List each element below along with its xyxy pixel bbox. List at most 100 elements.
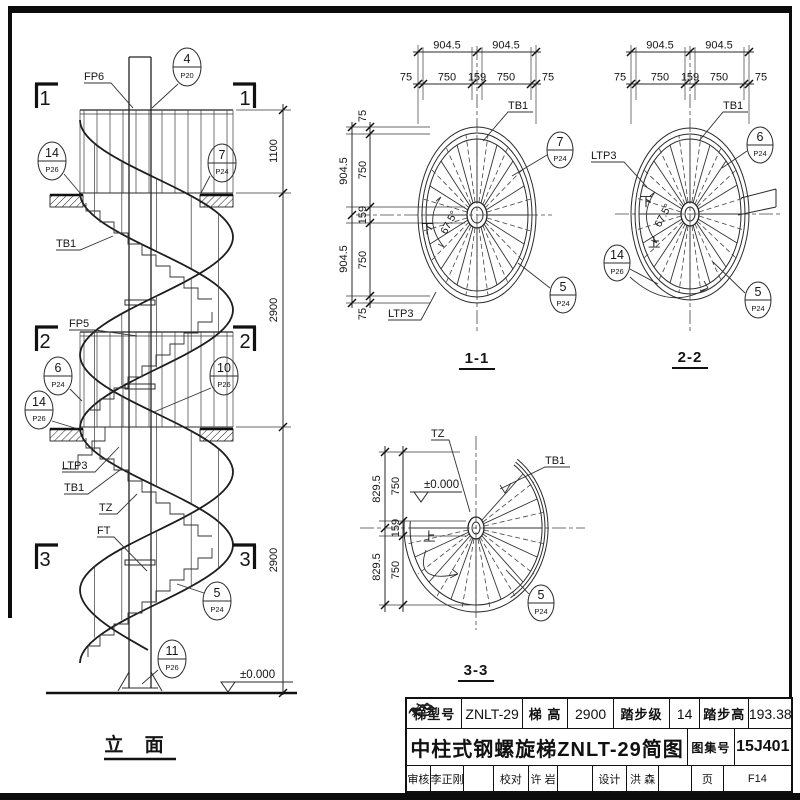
- dim: 75: [542, 72, 554, 84]
- balloon-ref: P26: [32, 414, 45, 423]
- section-number-3-left: 3: [39, 549, 50, 571]
- riser-height-value: 193.38: [748, 699, 791, 728]
- balloon-num: 14: [32, 395, 46, 409]
- title-block-row-specs: 梯型号 ZNLT-29 梯 高 2900 踏步级 14 踏步高 193.38: [407, 699, 791, 729]
- dim: 75: [614, 72, 626, 84]
- detail-balloon-6: 6 P24: [43, 356, 83, 402]
- dim: 159: [681, 72, 699, 84]
- balloon-ref: P24: [534, 607, 547, 616]
- section-number-3-right: 3: [239, 549, 250, 571]
- label-fp5: FP5: [69, 318, 89, 330]
- plan-2-2: 904.5 904.5 75 750 159 750 75 TB1 LTP3 6…: [591, 40, 780, 369]
- plan-1-1-title: 1-1: [465, 350, 490, 367]
- plan-3-3-title: 3-3: [464, 662, 489, 679]
- atlas-number-label: 图集号: [687, 729, 734, 765]
- balloon-ref: P24: [753, 149, 766, 158]
- tread-spokes: [410, 473, 542, 605]
- plan-1-1: 904.5 904.5 75 750 159 750 75 904.5 904.…: [338, 40, 577, 370]
- step-count-label: 踏步级: [612, 699, 669, 728]
- elevation-part-labels: FP6 TB1 FP5 LTP3 TB1 TZ FT: [56, 71, 148, 572]
- balloon-ref: P24: [215, 167, 228, 176]
- dim: 750: [390, 561, 402, 579]
- dim: 750: [651, 72, 669, 84]
- title-block-row-people: 审核 李正刚 校对 许 岩 设计 洪 森 页 F14: [407, 702, 791, 791]
- detail-balloon-5: 5 P24: [505, 569, 555, 622]
- dim-2900-lower: 2900: [268, 548, 280, 572]
- label-ltp3: LTP3: [62, 460, 87, 472]
- dim: 904.5: [705, 40, 733, 52]
- section-number-2-right: 2: [239, 331, 250, 353]
- balloon-num: 5: [755, 285, 762, 299]
- balloon-ref: P24: [751, 304, 764, 313]
- stair-model-value: ZNLT-29: [461, 699, 521, 728]
- hidden-tread-edges: [422, 134, 532, 296]
- detail-balloon-10: 10 P26: [153, 356, 239, 413]
- dim: 904.5: [338, 157, 350, 185]
- label-tb1: TB1: [545, 455, 565, 467]
- title-block-row-title: 中柱式钢螺旋梯ZNLT-29简图 图集号 15J401: [407, 729, 791, 766]
- dim: 159: [468, 72, 486, 84]
- dim: 750: [390, 477, 402, 495]
- dim: 75: [400, 72, 412, 84]
- middle-platform: [49, 331, 234, 470]
- stair-height-label: 梯 高: [521, 699, 568, 728]
- section-mark-3: [34, 543, 257, 569]
- designer-signature: [408, 702, 691, 791]
- page-label: 页: [691, 766, 723, 791]
- hidden-tread-edges: [406, 481, 546, 609]
- dim: 750: [497, 72, 515, 84]
- riser-height-label: 踏步高: [698, 699, 748, 728]
- dim: 159: [357, 206, 369, 224]
- dim: 904.5: [646, 40, 674, 52]
- centerlines: [356, 46, 552, 332]
- angle-value: 67.5°: [438, 209, 460, 236]
- label-tb1: TB1: [508, 100, 528, 112]
- balloon-ref: P26: [165, 663, 178, 672]
- balloon-num: 10: [217, 361, 231, 375]
- balloon-ref: P24: [210, 605, 223, 614]
- balloon-ref: P24: [553, 154, 566, 163]
- balloon-num: 14: [610, 248, 624, 262]
- label-ltp3: LTP3: [591, 150, 616, 162]
- section-mark-1: [34, 82, 257, 108]
- balloon-num: 5: [214, 586, 221, 600]
- label-ft: FT: [97, 525, 111, 537]
- dim: 159: [390, 519, 402, 537]
- dim: 829.5: [371, 475, 383, 503]
- plan33-left-dimensions: 829.5 829.5 750 159 750: [371, 446, 470, 612]
- balloon-num: 5: [560, 280, 567, 294]
- detail-balloon-14-mid: 14 P26: [24, 390, 79, 430]
- balloon-num: 7: [557, 135, 564, 149]
- upper-platform: [49, 109, 234, 208]
- direction-up: 上: [648, 236, 661, 250]
- dim: 750: [357, 251, 369, 269]
- label-tb1: TB1: [723, 100, 743, 112]
- balloon-num: 7: [219, 148, 226, 162]
- direction-up: 上: [423, 530, 436, 544]
- auditor-name: 李正刚: [429, 766, 463, 791]
- detail-balloon-5: 5 P24: [176, 581, 232, 621]
- detail-balloon-14: 14 P26: [603, 244, 659, 285]
- section-number-1-right: 1: [239, 88, 250, 110]
- balloon-ref: P26: [610, 267, 623, 276]
- step-count-value: 14: [669, 699, 699, 728]
- elevation-dimensions: 1100 2900 2900: [236, 104, 291, 698]
- label-tz: TZ: [99, 502, 113, 514]
- plan11-top-dimensions: 904.5 904.5 75 750 159 750 75: [400, 40, 554, 124]
- stair-steps: [85, 203, 213, 657]
- elevation-balloons: 4 P20 14 P26 7 P24 6 P24: [24, 47, 239, 685]
- atlas-number-value: 15J401: [733, 729, 791, 765]
- level-mark-plan33: ±0.000: [410, 479, 462, 503]
- label-ltp3: LTP3: [388, 308, 413, 320]
- direction-down: 下: [421, 222, 434, 236]
- balloon-num: 14: [45, 146, 59, 160]
- balloon-ref: P24: [51, 380, 64, 389]
- dim: 904.5: [433, 40, 461, 52]
- balloon-num: 6: [55, 361, 62, 375]
- dim-1100: 1100: [268, 139, 280, 163]
- proof-label: 校对: [493, 766, 528, 791]
- auditor-signature: [408, 702, 493, 791]
- section-number-2-left: 2: [39, 331, 50, 353]
- level-value: ±0.000: [240, 669, 275, 681]
